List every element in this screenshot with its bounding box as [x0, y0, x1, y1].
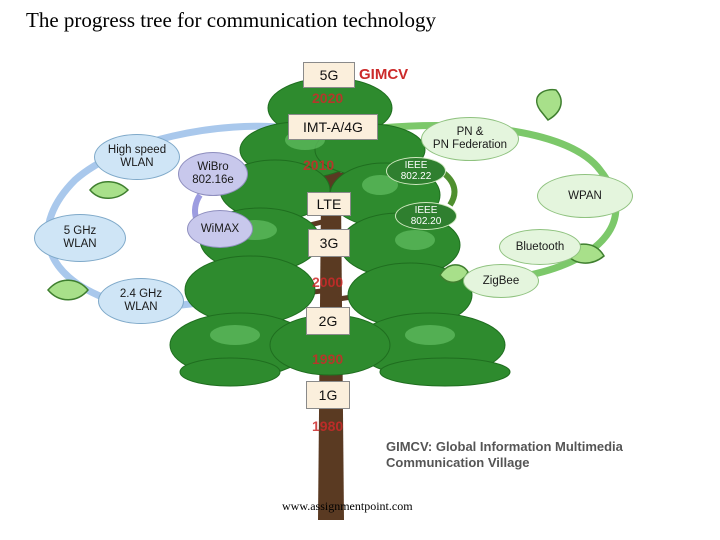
node-line: 5 GHz: [63, 225, 97, 237]
node-line: ZigBee: [482, 274, 520, 287]
node-line: Bluetooth: [515, 240, 565, 253]
node-line: PN Federation: [432, 139, 508, 151]
node-line: WPAN: [568, 189, 602, 202]
node-wibro: WiBro 802.16e: [178, 152, 248, 196]
node-wpan: WPAN: [537, 174, 633, 218]
node-line: 802.20: [410, 216, 442, 227]
node-line: WLAN: [120, 157, 154, 169]
node-ieee-802-22: IEEE 802.22: [386, 157, 446, 185]
year-2000: 2000: [312, 274, 344, 290]
node-high-speed-wlan: High speed WLAN: [94, 134, 180, 180]
node-line: WLAN: [63, 238, 97, 250]
year-2010: 2010: [303, 157, 335, 173]
legend-line: Communication Village: [386, 455, 530, 470]
legend-line: GIMCV: Global Information Multimedia: [386, 439, 623, 454]
year-1980: 1980: [312, 418, 344, 434]
year-1990: 1990: [312, 351, 344, 367]
node-wimax: WiMAX: [187, 210, 253, 248]
gen-box-3g: 3G: [308, 229, 350, 257]
gen-box-lte: LTE: [307, 192, 351, 216]
node-line: WiMAX: [200, 222, 240, 235]
node-line: 2.4 GHz: [119, 288, 163, 300]
node-line: PN &: [456, 126, 484, 138]
node-ieee-802-20: IEEE 802.20: [395, 202, 457, 230]
gen-box-5g: 5G: [303, 62, 355, 88]
node-line: High speed: [107, 144, 167, 156]
gen-box-2g: 2G: [306, 307, 350, 335]
node-bluetooth: Bluetooth: [499, 229, 581, 265]
node-line: WLAN: [124, 301, 158, 313]
node-pn-federation: PN & PN Federation: [421, 117, 519, 161]
gen-box-1g: 1G: [306, 381, 350, 409]
year-2020: 2020: [312, 90, 344, 106]
node-2-4ghz-wlan: 2.4 GHz WLAN: [98, 278, 184, 324]
gimcv-tag: GIMCV: [359, 66, 409, 83]
node-line: WiBro: [197, 161, 229, 173]
node-line: 802.22: [400, 171, 432, 182]
node-line: IEEE: [404, 160, 428, 171]
gimcv-legend: GIMCV: Global Information Multimedia Com…: [386, 439, 623, 471]
gen-box-imt-a-4g: IMT-A/4G: [288, 114, 378, 140]
node-line: IEEE: [414, 205, 438, 216]
node-zigbee: ZigBee: [463, 264, 539, 298]
node-line: 802.16e: [192, 174, 234, 186]
node-5ghz-wlan: 5 GHz WLAN: [34, 214, 126, 262]
page-title: The progress tree for communication tech…: [26, 8, 436, 32]
footer-url: www.assignmentpoint.com: [282, 499, 413, 513]
